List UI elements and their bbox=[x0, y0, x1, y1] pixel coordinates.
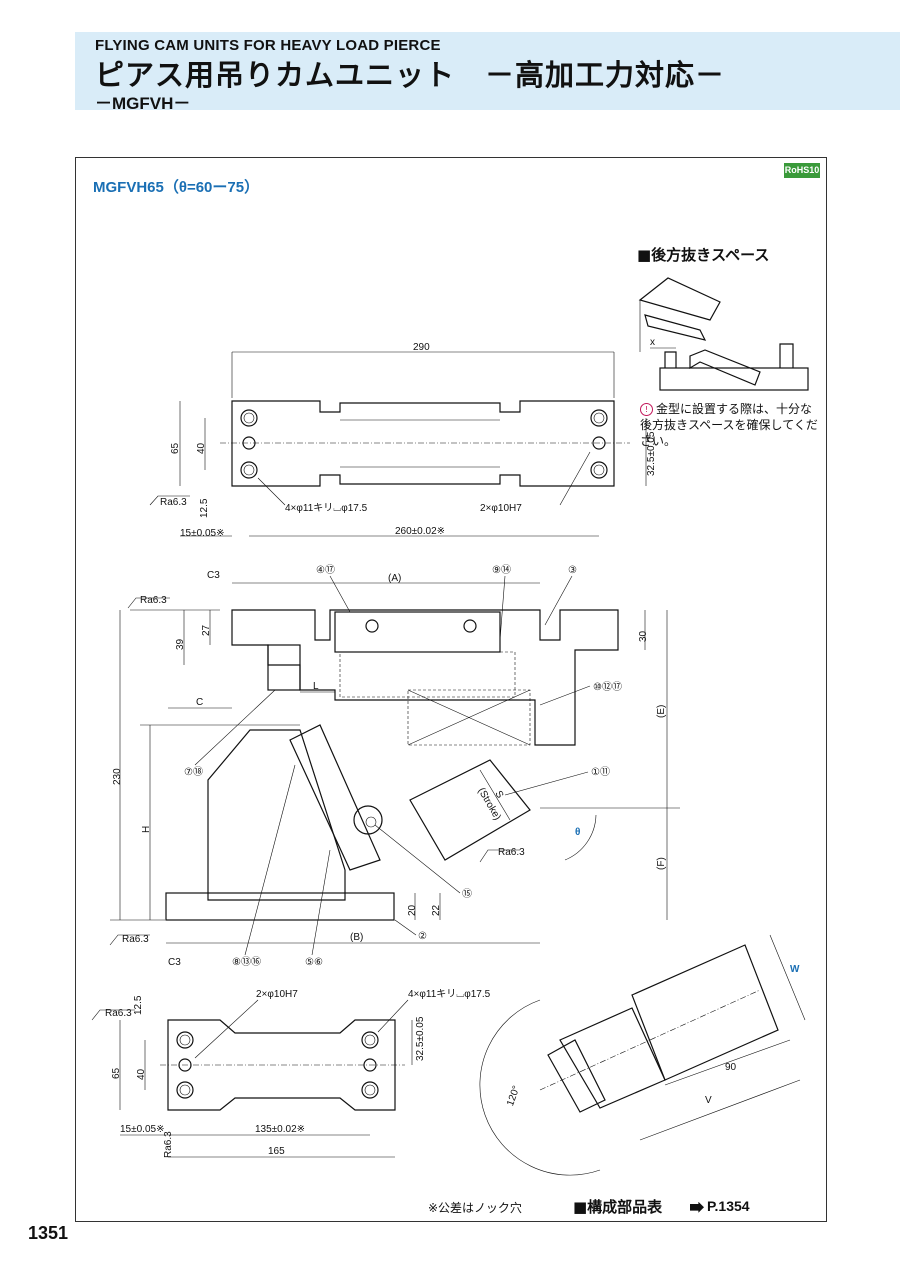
dim-v: V bbox=[705, 1095, 712, 1106]
part-5-6: ⑤⑥ bbox=[305, 957, 323, 968]
dim-290: 290 bbox=[413, 342, 430, 353]
dim-c: C bbox=[196, 697, 203, 708]
dim-12-5: 12.5 bbox=[199, 498, 210, 518]
rear-space-title: ■後方抜きスペース bbox=[637, 246, 770, 264]
part-7-18: ⑦⑱ bbox=[184, 766, 203, 778]
part-9-14: ⑨⑭ bbox=[492, 564, 511, 576]
bottom-view: 12.5 65 40 32.5±0.05 15±0.05※ 135±0.02※ … bbox=[91, 989, 491, 1158]
header-model-series: －MGFVH－ bbox=[95, 94, 191, 113]
dim-90: 90 bbox=[725, 1062, 737, 1073]
chamfer-top: C3 bbox=[207, 570, 220, 581]
dim-20: 20 bbox=[407, 904, 418, 916]
rear-space-diagram: x bbox=[638, 277, 809, 391]
arrow-right-icon bbox=[690, 1201, 704, 1213]
dim-22: 22 bbox=[431, 904, 442, 916]
theta-label: θ bbox=[575, 827, 580, 838]
dim-h: H bbox=[141, 826, 152, 833]
dim-bottom-15: 15±0.05※ bbox=[120, 1124, 164, 1135]
front-view: 230 H 39 27 30 (A) C L (E) (F) 20 22 (B)… bbox=[109, 564, 680, 968]
roughness-bottom-1: Ra6.3 bbox=[105, 1008, 132, 1019]
dim-30: 30 bbox=[638, 630, 649, 642]
dim-f: (F) bbox=[656, 857, 667, 870]
dim-120deg: 120° bbox=[505, 1084, 522, 1107]
model-title: MGFVH65（θ=60ー75） bbox=[93, 179, 260, 196]
part-10-12-17: ⑩⑫⑰ bbox=[593, 681, 622, 693]
rohs-badge: RoHS10 bbox=[784, 163, 820, 178]
callout-bottom-pin: 2×φ10H7 bbox=[256, 989, 298, 1000]
dim-bottom-32-5: 32.5±0.05 bbox=[415, 1016, 426, 1061]
part-15: ⑮ bbox=[462, 888, 472, 900]
dim-w: W bbox=[790, 964, 800, 975]
dim-40: 40 bbox=[196, 442, 207, 454]
part-1-11: ①⑪ bbox=[591, 766, 610, 778]
rear-space-note: !金型に設置する際は、十分な後方抜きスペースを確保してください。 bbox=[640, 401, 820, 449]
dim-15-tol: 15±0.05※ bbox=[180, 528, 224, 539]
callout-holes-4x: 4×φ11キリ⌴φ17.5 bbox=[285, 503, 368, 514]
top-view: 290 65 40 12.5 15±0.05※ 260±0.02※ 32.5±0… bbox=[149, 342, 657, 539]
part-2: ② bbox=[418, 931, 427, 942]
rear-space-x-label: x bbox=[650, 337, 655, 348]
dim-32-5: 32.5±0.05 bbox=[646, 431, 657, 476]
page-number: 1351 bbox=[28, 1223, 69, 1243]
roughness-front-3: Ra6.3 bbox=[122, 934, 149, 945]
dim-39: 39 bbox=[175, 638, 186, 650]
parts-list-label: ■構成部品表 bbox=[573, 1198, 663, 1216]
dim-bottom-65: 65 bbox=[111, 1067, 122, 1079]
parts-list-link[interactable]: P.1354 bbox=[690, 1198, 750, 1214]
dim-b: (B) bbox=[350, 932, 363, 943]
iso-view: W 90 V 120° bbox=[479, 934, 806, 1176]
dim-230: 230 bbox=[112, 768, 123, 785]
parts-list-ref: P.1354 bbox=[707, 1198, 750, 1214]
dim-65: 65 bbox=[170, 442, 181, 454]
header-title-en: FLYING CAM UNITS FOR HEAVY LOAD PIERCE bbox=[95, 37, 441, 54]
callout-bottom-holes: 4×φ11キリ⌴φ17.5 bbox=[408, 989, 491, 1000]
dim-bottom-135: 135±0.02※ bbox=[255, 1124, 305, 1135]
part-4-17: ④⑰ bbox=[316, 564, 335, 576]
dim-a: (A) bbox=[388, 573, 401, 584]
tolerance-note: ※公差はノック穴 bbox=[428, 1201, 522, 1215]
dim-bottom-12-5: 12.5 bbox=[133, 995, 144, 1015]
part-8-13-16: ⑧⑬⑯ bbox=[232, 956, 261, 968]
dim-l: L bbox=[313, 681, 319, 692]
header-title-ja: ピアス用吊りカムユニット －高加工力対応－ bbox=[95, 58, 726, 92]
rear-space-note-text: 金型に設置する際は、十分な後方抜きスペースを確保してください。 bbox=[640, 402, 818, 448]
drawing-frame bbox=[75, 157, 827, 1222]
roughness-top: Ra6.3 bbox=[160, 497, 187, 508]
header-band bbox=[75, 32, 900, 110]
callout-pin-2x: 2×φ10H7 bbox=[480, 503, 522, 514]
dim-bottom-40: 40 bbox=[136, 1068, 147, 1080]
roughness-bottom-2: Ra6.3 bbox=[163, 1131, 174, 1158]
dim-27: 27 bbox=[201, 624, 212, 636]
part-3: ③ bbox=[568, 565, 577, 576]
caution-icon: ! bbox=[640, 403, 653, 416]
chamfer-bottom: C3 bbox=[168, 957, 181, 968]
dim-s: S bbox=[492, 789, 505, 801]
dim-e: (E) bbox=[656, 705, 667, 718]
roughness-front-1: Ra6.3 bbox=[140, 595, 167, 606]
dim-bottom-165: 165 bbox=[268, 1146, 285, 1157]
dim-260-tol: 260±0.02※ bbox=[395, 526, 445, 537]
roughness-front-2: Ra6.3 bbox=[498, 847, 525, 858]
